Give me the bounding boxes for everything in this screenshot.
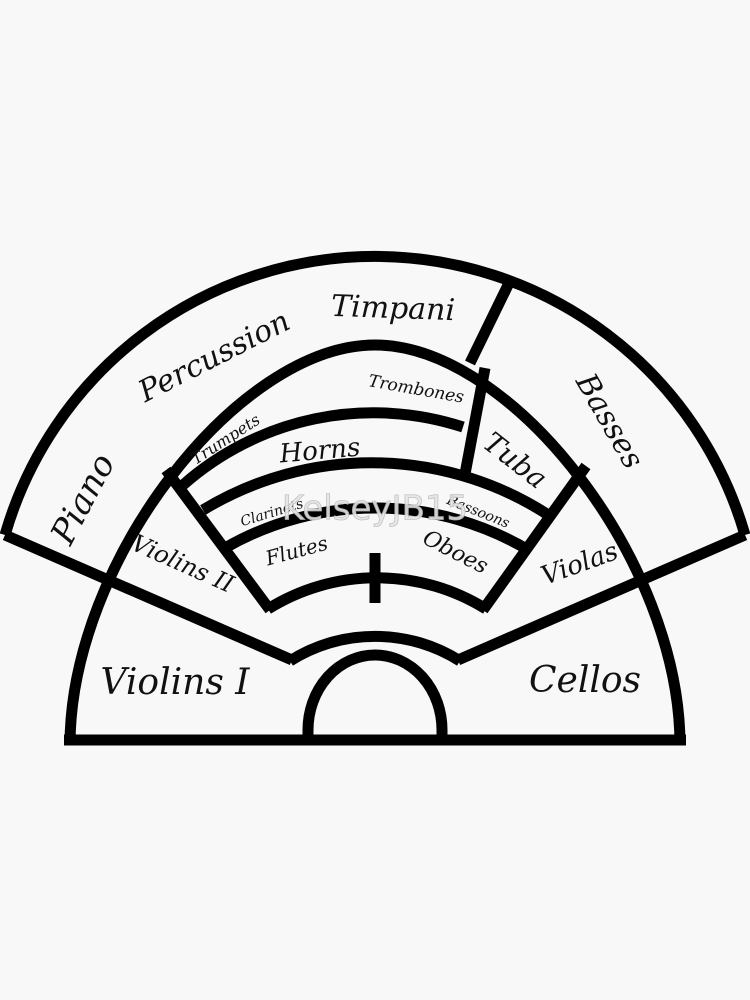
- label-violins-i: Violins I: [101, 662, 251, 703]
- right-diagonal-edge: [455, 529, 748, 666]
- strings-outer-arc: [64, 339, 686, 746]
- left-diagonal-edge: [2, 529, 295, 666]
- clarinets-bottom-arc: [222, 502, 533, 556]
- horns-bottom-arc: [200, 457, 557, 523]
- label-basses: Basses: [568, 367, 651, 475]
- label-trombones: Trombones: [367, 371, 466, 408]
- winds-left-edge: [161, 466, 275, 614]
- label-oboes: Oboes: [419, 526, 492, 580]
- label-horns: Horns: [277, 433, 361, 470]
- label-piano: Piano: [42, 447, 123, 552]
- podium-arc: [287, 630, 463, 666]
- diagram-lines: [0, 251, 750, 746]
- label-timpani: Timpani: [330, 289, 455, 328]
- timpani-basses-divider: [465, 280, 514, 366]
- conductor-arc: [302, 649, 448, 742]
- tuba-divider: [459, 366, 491, 476]
- label-cellos: Cellos: [529, 660, 641, 701]
- winds-right-edge: [478, 462, 591, 614]
- outer-arc: [0, 251, 750, 537]
- trumpets-bottom-arc: [179, 407, 465, 490]
- label-violas: Violas: [537, 536, 622, 591]
- watermark: KelseyJB15: [282, 489, 468, 529]
- label-flutes: Flutes: [262, 531, 330, 571]
